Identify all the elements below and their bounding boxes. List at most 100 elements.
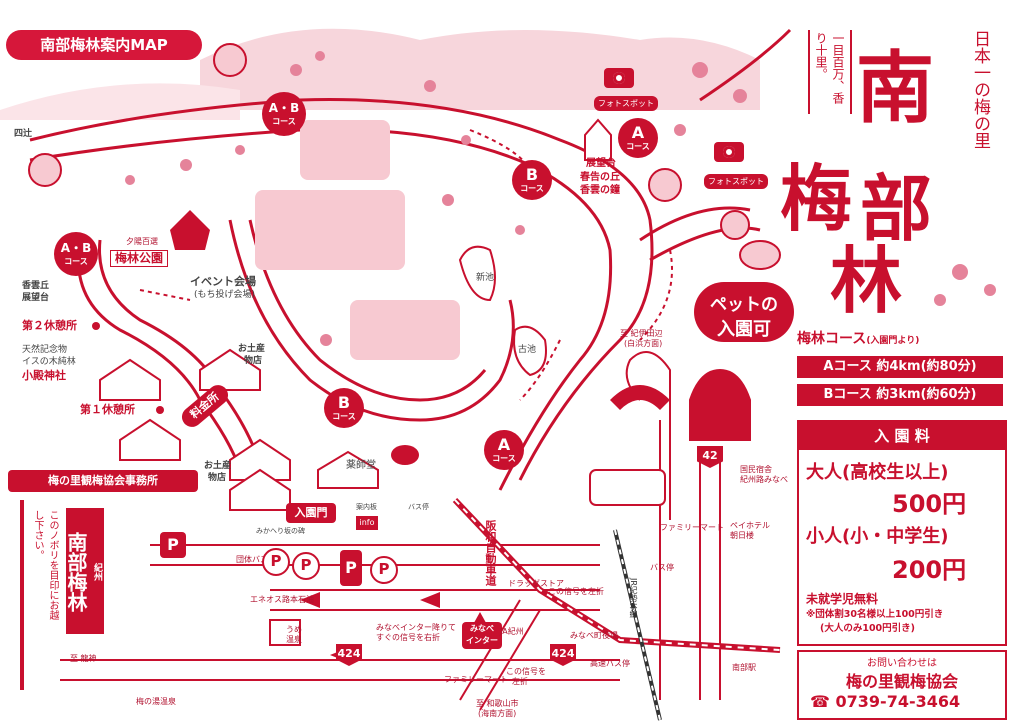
label-famima-2: ファミリーマート	[444, 675, 508, 684]
course-marker-ab-top: A・B コース	[262, 92, 306, 136]
label-eneos: エネオス路本石油	[250, 595, 314, 604]
course-marker-a-top: A コース	[618, 118, 658, 158]
label-rest-1: 第１休憩所	[80, 403, 135, 416]
label-kyodo-bus: 団体バス	[236, 555, 268, 564]
entrance-gate-label: 入園門	[286, 503, 336, 523]
pet-badge-line1: ペットの	[710, 295, 778, 315]
label-harutsuge: 春告の丘	[580, 172, 620, 183]
label-petit-1: ペイホテル	[730, 521, 770, 530]
map-title: 南部梅林案内MAP	[6, 30, 202, 60]
contact-panel	[797, 650, 1007, 720]
marker-label: A	[631, 123, 645, 142]
brand-char-3: 梅	[780, 156, 853, 241]
course-b-info: Bコース 約3km(約60分)	[797, 384, 1003, 406]
contact-phone-row: ☎ 0739-74-3464	[810, 692, 960, 711]
label-event-sub: (もち投げ会場)	[194, 290, 256, 300]
course-heading-label: 梅林コース	[797, 331, 867, 347]
adult-label: 大人(高校生以上)	[806, 462, 949, 483]
label-kodono-shrine: 小殿神社	[22, 369, 66, 382]
slogan: 日本一の梅の里	[970, 30, 990, 149]
fee-panel	[797, 420, 1007, 646]
label-tennen-1: 天然記念物	[22, 345, 68, 355]
brand-char-1: 南	[856, 43, 935, 134]
adult-price: 500円	[892, 490, 967, 518]
flag-main-text: 南部梅林	[64, 532, 88, 612]
label-shinike: 新池	[476, 273, 495, 283]
label-kokumin-2: 紀州路みなべ	[740, 475, 788, 484]
group-discount-note: ※団体割30名様以上100円引き	[806, 609, 944, 620]
label-omiyage-1: お土産	[238, 344, 266, 354]
label-tennen-2: イスの木純林	[22, 357, 76, 367]
camera-icon	[714, 142, 744, 162]
marker-course: コース	[332, 412, 356, 421]
label-signal-left-1: この信号を左折	[548, 587, 604, 596]
label-signal-left-2: この信号を	[506, 667, 546, 676]
minabe-ic-line1: みなべ	[470, 624, 494, 633]
course-marker-ab-left: A・B コース	[54, 232, 98, 276]
pet-badge-line2: 入園可	[717, 319, 771, 340]
label-kaoruoka-tenbo: 展望台	[22, 293, 50, 303]
label-bus-1: バス停	[408, 503, 429, 511]
parking-icon: P	[340, 550, 362, 586]
label-famima-1: ファミリーマート	[660, 523, 724, 532]
label-signal-left-3: 左折	[512, 677, 528, 686]
contact-org: 梅の里観梅協会	[845, 672, 958, 691]
course-heading: 梅林コース(入園門より)	[797, 328, 919, 348]
label-ume-onsen-2: 温泉	[286, 635, 302, 644]
route-42-shield: 42	[697, 446, 723, 468]
label-omiyage-2: お土産	[204, 461, 232, 471]
course-marker-a-mid: A コース	[484, 430, 524, 470]
brand-char-4: 林	[830, 238, 903, 323]
marker-course: コース	[492, 454, 516, 463]
route-424-shield: 424	[336, 644, 362, 666]
marker-course: コース	[272, 117, 296, 126]
label-baien-park: 梅林公園	[110, 250, 169, 268]
label-kaoruno-bell: 香雲の鐘	[580, 185, 620, 196]
course-a-info: Aコース 約4km(約80分)	[797, 356, 1003, 378]
minabe-ic-line2: インター	[466, 636, 498, 645]
flag-pole	[20, 500, 24, 690]
label-drugstore: ドラッグストア	[508, 579, 564, 588]
course-marker-b-mid: B コース	[324, 388, 364, 428]
label-minabe-after-1: みなべインター降りて	[376, 623, 456, 632]
label-ume-onsen: うめ	[286, 625, 302, 634]
label-highway-bus: 高速バス停	[590, 659, 630, 668]
preschool-free: 未就学児無料	[806, 592, 879, 606]
label-minabe-town-hall: みなべ町役場	[570, 631, 618, 640]
marker-label: B	[525, 165, 539, 184]
label-ja: JA紀州	[500, 627, 524, 636]
camera-icon	[604, 68, 634, 88]
photo-spot-label-1: フォトスポット	[594, 96, 658, 111]
route-424-shield: 424	[550, 644, 576, 666]
parking-icon: P	[370, 556, 398, 584]
contact-label: お問い合わせは	[867, 658, 937, 669]
course-heading-note: (入園門より)	[866, 336, 920, 346]
label-rest-2: 第２休憩所	[22, 319, 77, 332]
brand-char-2: 部	[860, 166, 933, 251]
label-wakayama: 至 和歌山市	[476, 699, 519, 708]
flag-note: このノボリを目印にお越し下さい。	[32, 510, 58, 620]
marker-course: コース	[64, 257, 88, 266]
label-kiifuku: 至 紀伊田辺	[620, 329, 663, 338]
label-petit-2: 朝日楼	[730, 531, 754, 540]
fee-heading: 入 園 料	[799, 422, 1005, 450]
label-omiyage-1b: 物店	[244, 356, 263, 366]
info-board: info	[356, 516, 378, 530]
marker-course: コース	[520, 184, 544, 193]
rest-2-dot	[92, 322, 100, 330]
label-kanbai-office: 梅の里観梅協会事務所	[8, 470, 198, 492]
marker-label: A	[497, 435, 511, 454]
group-discount-note-2: (大人のみ100円引き)	[820, 623, 916, 634]
label-shirahama: (白浜方面)	[624, 339, 663, 348]
child-price: 200円	[892, 556, 967, 584]
parking-icon: P	[160, 532, 186, 558]
label-tenbodai: 展望台	[586, 158, 616, 169]
rest-1-dot	[156, 406, 164, 414]
label-yuhi: 夕陽百選	[126, 237, 158, 246]
label-jr-line: JR紀勢本線	[629, 578, 638, 618]
marker-label: A・B	[268, 101, 300, 115]
photo-spot-label-2: フォトスポット	[704, 174, 768, 189]
label-event: イベント会場	[190, 275, 256, 288]
contact-phone[interactable]: 0739-74-3464	[835, 692, 961, 711]
